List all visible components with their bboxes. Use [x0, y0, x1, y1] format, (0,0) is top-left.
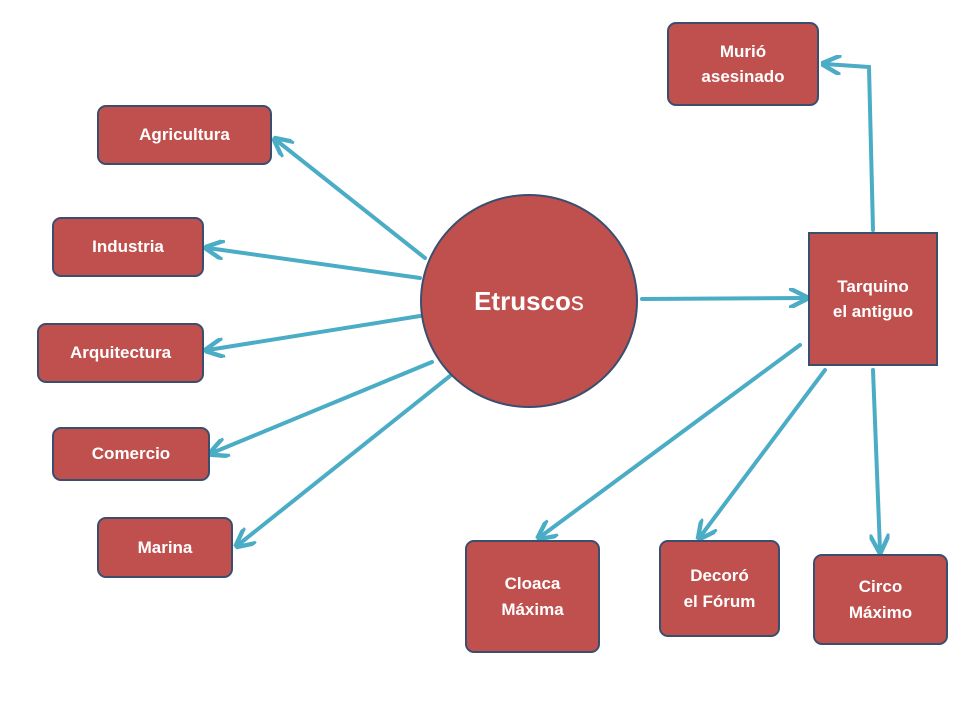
node-arquitectura: Arquitectura: [37, 323, 204, 383]
node-murio-label: Murió asesinado: [701, 41, 785, 87]
node-industria: Industria: [52, 217, 204, 277]
node-agricultura: Agricultura: [97, 105, 272, 165]
node-decoro: Decoró el Fórum: [659, 540, 780, 637]
node-tarquino-label: Tarquino el antiguo: [832, 276, 914, 322]
node-cloaca: Cloaca Máxima: [465, 540, 600, 653]
arrow-to-industria: [208, 248, 422, 280]
arrow-to-marina: [238, 374, 452, 545]
node-arquitectura-label: Arquitectura: [69, 343, 172, 363]
arrow-to-murio: [825, 64, 875, 232]
node-cloaca-label: Cloaca Máxima: [501, 574, 564, 619]
node-industria-label: Industria: [92, 237, 164, 257]
arrow-to-tarquino: [640, 298, 805, 299]
node-comercio: Comercio: [52, 427, 210, 481]
node-agricultura-label: Agricultura: [139, 125, 230, 145]
node-circo-label: Circo Máximo: [848, 577, 913, 622]
node-decoro-label: Decoró el Fórum: [683, 566, 756, 611]
node-circo: Circo Máximo: [813, 554, 948, 645]
arrow-to-agricultura: [276, 140, 427, 260]
arrow-to-arquitectura: [208, 314, 422, 350]
node-comercio-label: Comercio: [91, 444, 171, 464]
node-marina: Marina: [97, 517, 233, 578]
center-label-bold: Etrusco: [474, 285, 571, 316]
node-marina-label: Marina: [137, 537, 193, 557]
arrow-to-circo: [873, 368, 880, 550]
node-tarquino: Tarquino el antiguo: [808, 232, 938, 366]
node-murio: Murió asesinado: [667, 22, 819, 106]
arrow-to-comercio: [212, 360, 434, 453]
arrow-to-decoro: [700, 368, 827, 537]
center-label-rest: s: [570, 285, 584, 316]
arrow-to-cloaca: [540, 343, 802, 537]
